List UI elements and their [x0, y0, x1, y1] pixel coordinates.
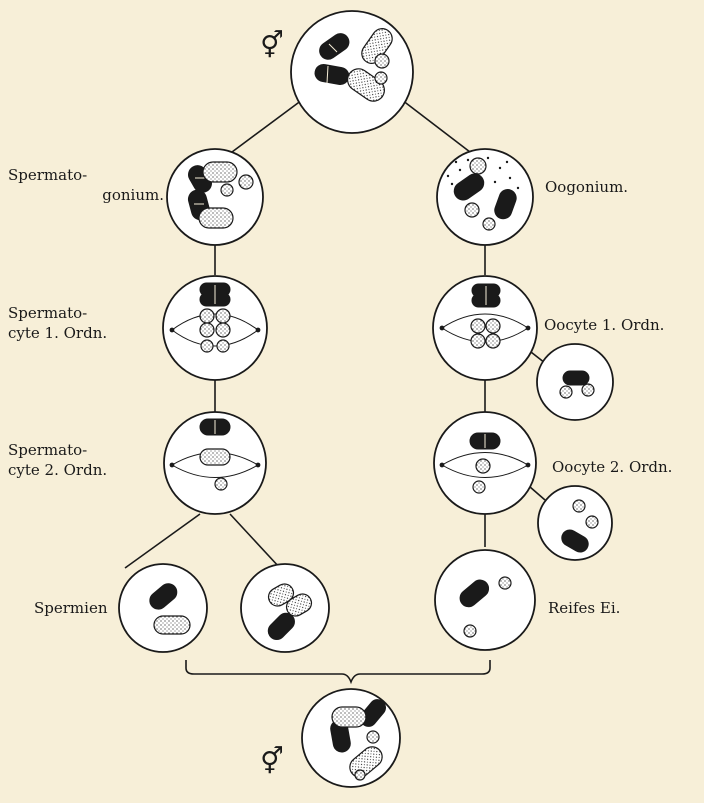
label-spermatocyte2-line1: Spermato-	[8, 441, 87, 459]
label-spermatogonium-line1: Spermato-	[8, 166, 87, 184]
cell-polar-body-2	[537, 485, 613, 561]
line-spermien-right	[229, 513, 281, 569]
labels: ⚥ ⚥ Spermato- gonium. Spermato- cyte 1. …	[8, 30, 672, 777]
label-oogonium: Oogonium.	[545, 178, 628, 196]
fusion-bracket	[185, 660, 491, 685]
label-reifes-ei: Reifes Ei.	[548, 599, 620, 617]
dark-chromosomes	[149, 33, 590, 753]
line-to-spermatogonium	[231, 99, 303, 153]
cell-spermium-right	[240, 563, 330, 653]
hermaphrodite-symbol-bottom: ⚥	[260, 746, 283, 777]
label-oocyte1: Oocyte 1. Ordn.	[544, 316, 664, 334]
line-to-oogonium	[401, 99, 471, 153]
cell-reifes-ei	[434, 549, 536, 651]
label-spermatogonium-line2: gonium.	[102, 186, 164, 204]
label-spermatocyte1-line2: cyte 1. Ordn.	[8, 324, 107, 342]
label-spermatocyte1-line1: Spermato-	[8, 304, 87, 322]
dotted-chromosomes	[153, 28, 599, 781]
line-spermien-left	[124, 513, 201, 569]
label-spermatocyte2-line2: cyte 2. Ordn.	[8, 461, 107, 479]
cell-oogonium	[436, 148, 534, 246]
label-oocyte2: Oocyte 2. Ordn.	[552, 458, 672, 476]
cell-spermatocyte-1	[162, 275, 268, 381]
hermaphrodite-symbol-top: ⚥	[260, 30, 283, 61]
label-spermien: Spermien	[34, 599, 108, 617]
chromosome-bands	[194, 43, 487, 448]
oogonium-granules	[446, 156, 520, 190]
